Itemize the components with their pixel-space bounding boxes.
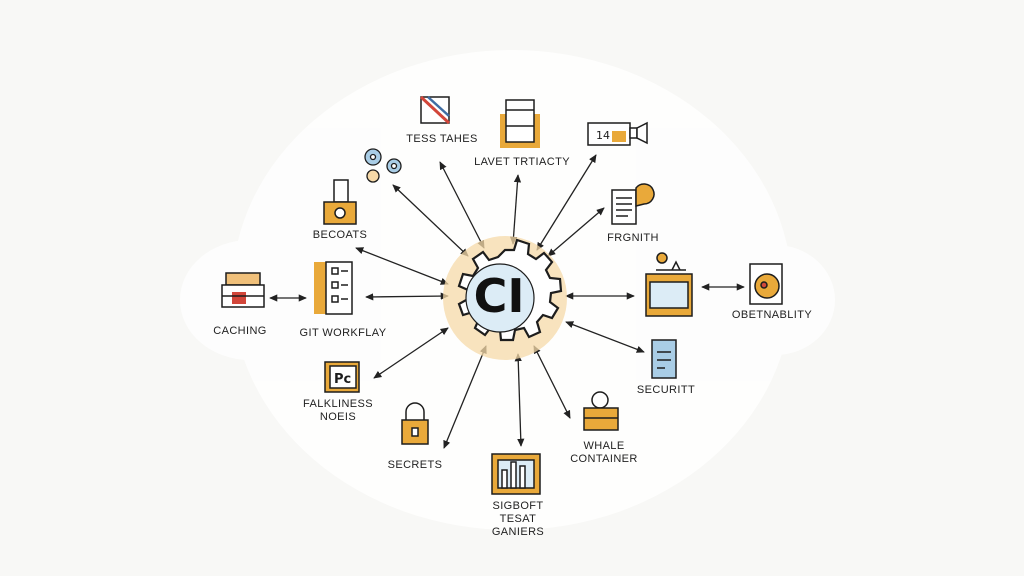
checklist-icon [314, 261, 353, 315]
ci-hub-label: CI [473, 269, 525, 323]
arrow-secrets [443, 345, 487, 449]
badge-icon [323, 179, 357, 225]
chart-icon [491, 453, 541, 495]
label-becoats: BECOATS [312, 229, 368, 241]
camera-icon: 14 [587, 121, 648, 146]
arrow-falklines [373, 327, 449, 379]
label-securitt: SECURITT [636, 384, 696, 396]
label-falklines: FALKLINESS NOEIS [302, 398, 374, 423]
monitor-icon [749, 263, 783, 305]
arrow-frgnith [547, 207, 605, 257]
label-obetnablity: OBETNABLITY [731, 309, 813, 321]
arrow-whale [533, 345, 571, 419]
svg-text:Pc: Pc [334, 372, 351, 387]
label-whale: WHALE CONTAINER [570, 440, 638, 465]
arrow-camera [536, 154, 597, 251]
database-icon [500, 99, 540, 148]
document-icon [611, 183, 655, 225]
arrow-gears [392, 184, 469, 257]
label-lavet: LAVET TRTIACTY [474, 156, 570, 168]
container-icon [583, 391, 619, 431]
arrow-git-workflay [365, 292, 449, 301]
label-frgnith: FRGNITH [607, 232, 659, 244]
label-git-workflay: GIT WORKFLAY [299, 327, 387, 339]
label-tess-tahes: TESS TAHES [406, 133, 478, 145]
arrow-lavet [509, 174, 522, 245]
lock-icon [401, 402, 429, 445]
box-icon [645, 252, 693, 317]
device-icon [651, 339, 677, 379]
gears-icon [364, 148, 402, 183]
pc-icon: Pc [324, 361, 360, 393]
server-icon [221, 272, 265, 308]
connectors [269, 154, 745, 449]
label-sigboft: SIGBOFT TESAT GANIERS [491, 500, 545, 538]
arrow-sigboft [514, 353, 525, 447]
arrow-becoats [355, 247, 449, 285]
arrow-securitt [565, 321, 645, 353]
ci-hub [443, 236, 567, 360]
svg-text:14: 14 [596, 129, 610, 142]
label-secrets: SECRETS [387, 459, 443, 471]
label-caching: CACHING [213, 325, 267, 337]
flag-icon [419, 95, 451, 125]
